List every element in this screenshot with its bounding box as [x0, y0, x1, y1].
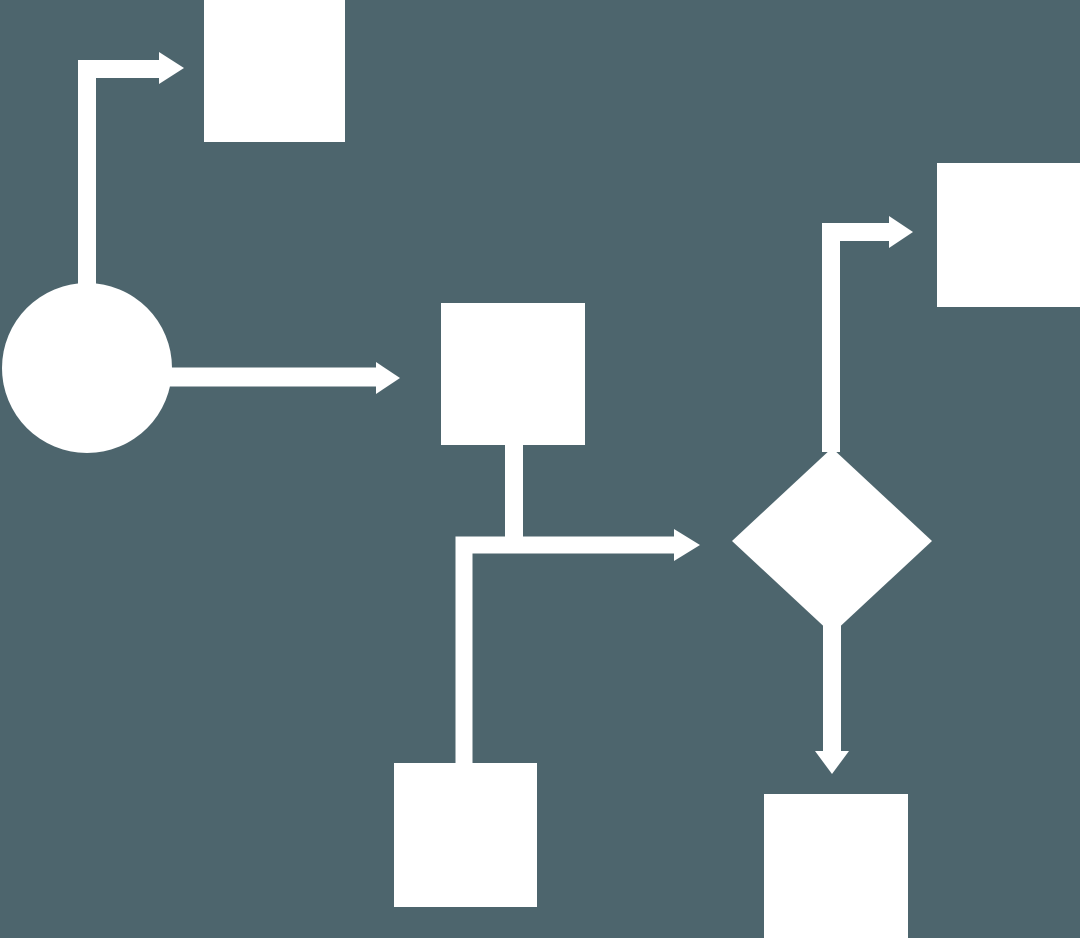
connector-diamond-to-top-right-rect-arrowhead: [889, 216, 913, 248]
decision-diamond: [732, 448, 932, 634]
connector-circle-to-top-left-rect: [78, 60, 160, 300]
start-circle-node: [2, 283, 172, 453]
process-rect-top-left: [204, 0, 345, 142]
connector-layer: [78, 52, 913, 774]
connector-junction-to-diamond: [455, 536, 677, 763]
process-rect-bottom-right: [764, 794, 908, 938]
process-rect-top-right: [937, 163, 1080, 307]
process-rect-bottom-middle: [394, 763, 537, 907]
connector-diamond-to-bottom-right-rect-arrowhead: [815, 751, 849, 774]
connector-diamond-to-top-right-rect: [822, 223, 890, 452]
connector-circle-to-middle-rect-arrowhead: [376, 362, 400, 394]
connector-circle-to-top-left-rect-arrowhead: [159, 52, 184, 84]
connector-junction-to-diamond-arrowhead: [674, 529, 700, 561]
process-rect-middle: [441, 303, 585, 445]
